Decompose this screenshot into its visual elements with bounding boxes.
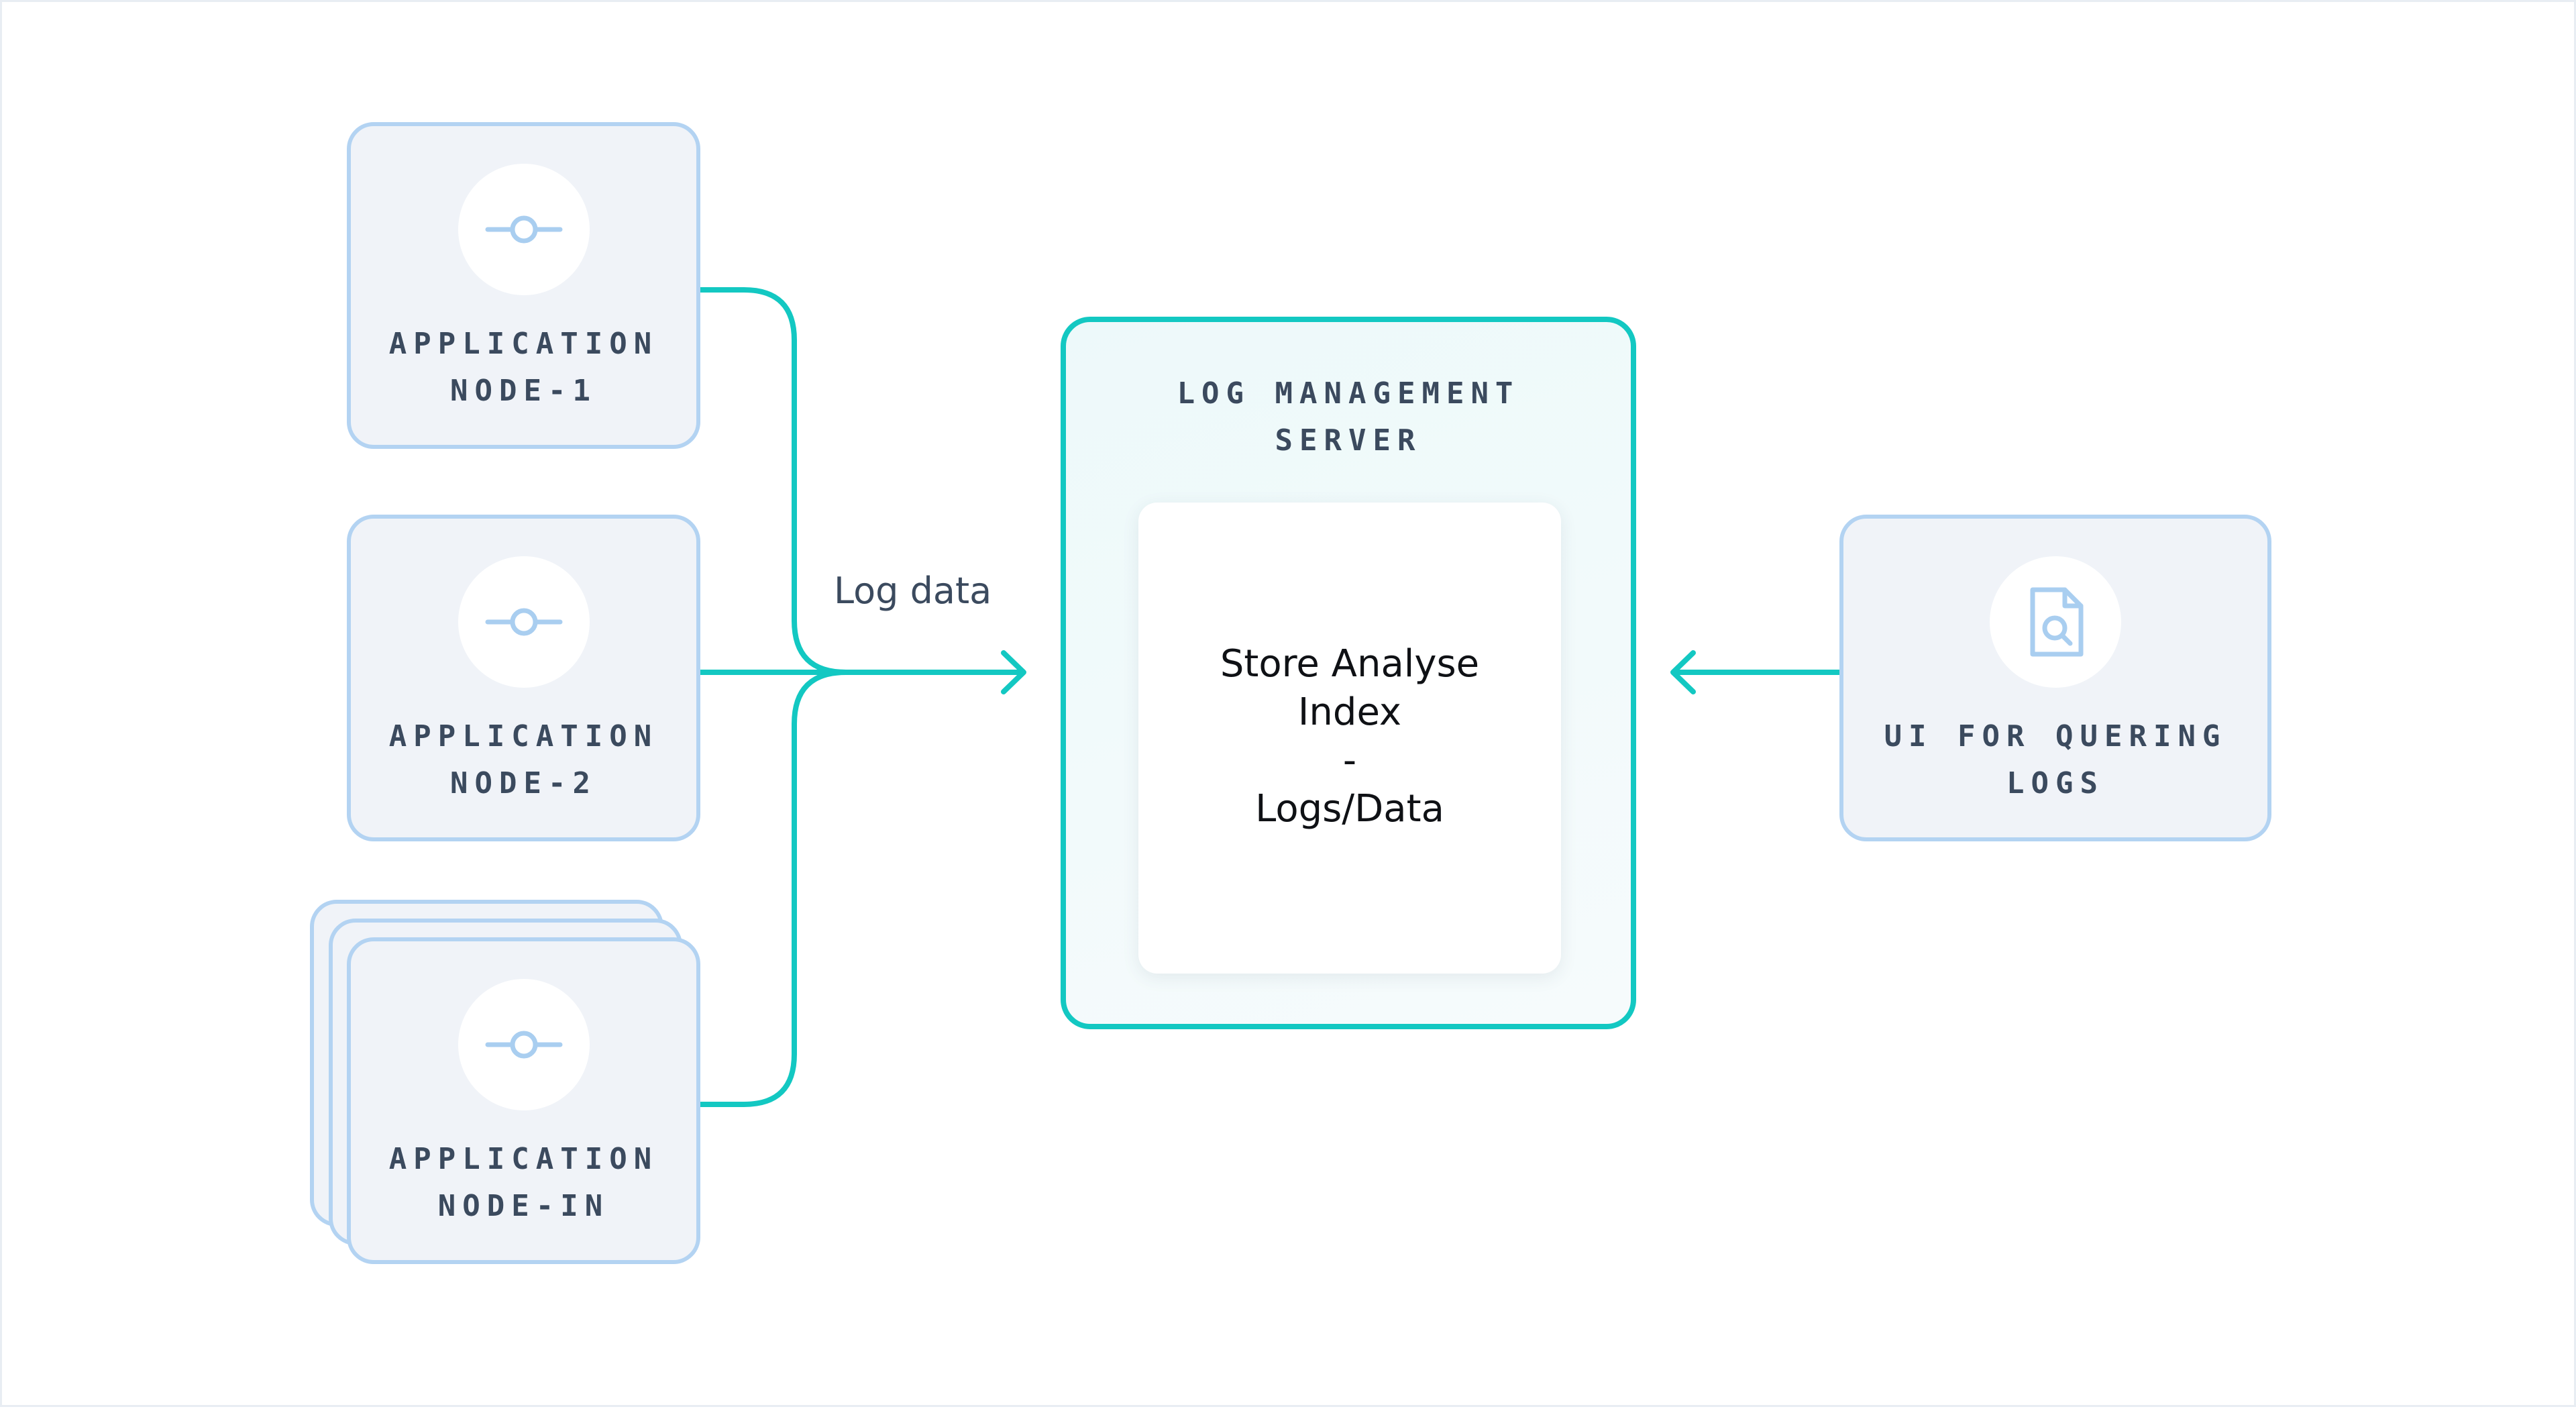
inner-line: -: [1342, 739, 1357, 782]
arrowhead-to-server: [1001, 650, 1026, 694]
node-label-line1: APPLICATION: [388, 719, 659, 753]
commit-icon: [485, 215, 562, 244]
node-label: UI FOR QUERING LOGS: [1843, 713, 2267, 807]
store-analyse-panel: Store Analyse Index - Logs/Data: [1138, 503, 1561, 974]
server-title-line1: LOG MANAGEMENT: [1177, 376, 1520, 411]
node-label: APPLICATION NODE-2: [351, 713, 696, 807]
application-node-1: APPLICATION NODE-1: [347, 122, 700, 449]
inner-line: Store Analyse: [1220, 642, 1480, 686]
commit-icon: [485, 608, 562, 636]
store-analyse-text: Store Analyse Index - Logs/Data: [1138, 640, 1561, 833]
node-label-line2: NODE-1: [450, 374, 597, 408]
icon-badge: [458, 164, 590, 295]
edge-node-1: [698, 287, 849, 675]
server-title-line2: SERVER: [1275, 423, 1422, 458]
icon-badge: [458, 556, 590, 688]
icon-badge: [1990, 556, 2121, 688]
log-data-label: Log data: [834, 570, 992, 612]
node-label-line2: NODE-2: [450, 766, 597, 800]
edge-node-in: [698, 670, 849, 1107]
log-management-server: LOG MANAGEMENT SERVER Store Analyse Inde…: [1061, 317, 1636, 1029]
commit-icon: [485, 1031, 562, 1059]
node-label-line1: APPLICATION: [388, 327, 659, 361]
server-title: LOG MANAGEMENT SERVER: [1066, 370, 1631, 464]
inner-line: Logs/Data: [1255, 787, 1444, 831]
node-label: APPLICATION NODE-IN: [351, 1136, 696, 1230]
node-label-line1: APPLICATION: [388, 1142, 659, 1176]
query-ui-label-line2: LOGS: [2006, 766, 2104, 800]
application-node-in: APPLICATION NODE-IN: [347, 937, 700, 1264]
inner-line: Index: [1297, 690, 1402, 734]
arrowhead-from-ui: [1670, 650, 1696, 694]
file-search-icon: [2030, 587, 2084, 657]
query-ui-label-line1: UI FOR QUERING: [1884, 719, 2227, 753]
application-node-2: APPLICATION NODE-2: [347, 515, 700, 841]
query-ui-node: UI FOR QUERING LOGS: [1839, 515, 2271, 841]
icon-badge: [458, 979, 590, 1110]
node-label-line2: NODE-IN: [437, 1189, 610, 1223]
node-label: APPLICATION NODE-1: [351, 321, 696, 415]
